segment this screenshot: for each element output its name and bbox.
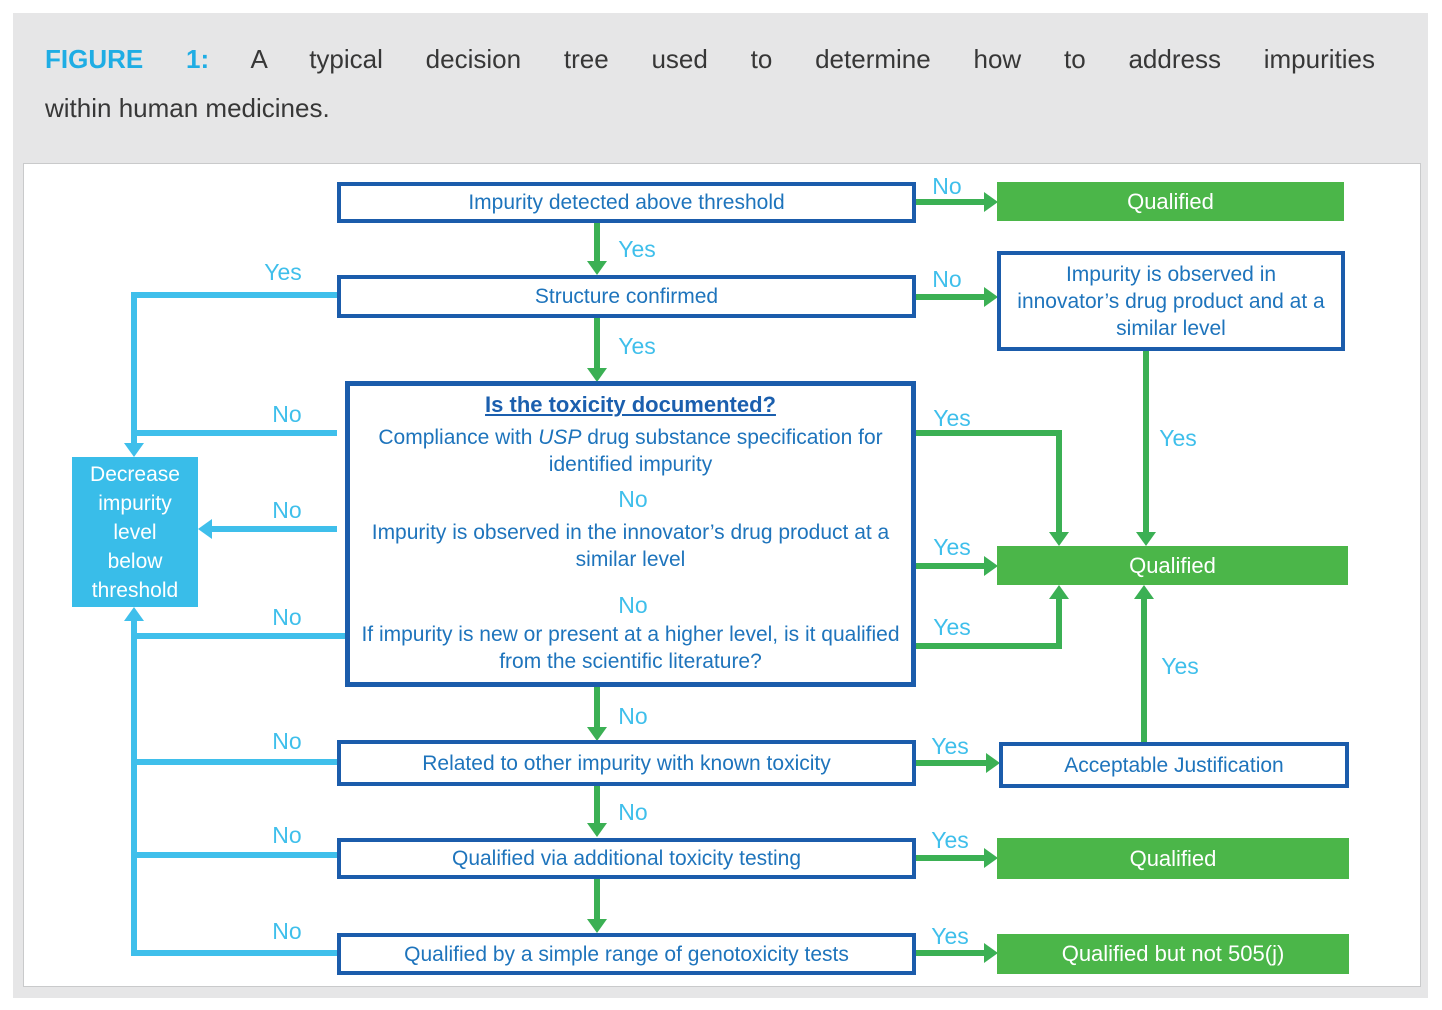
connector-compliance-yes-horizontal: [916, 430, 1062, 436]
arrowhead-similar-into-qualified: [984, 556, 998, 576]
decrease-impurity-text: Decrease impurity level below threshold: [90, 462, 180, 602]
connector-left-trunk-top: [131, 292, 137, 443]
arrowhead-into-decrease-bottom: [124, 607, 144, 621]
node-innovator-observed: Impurity is observed in innovator’s drug…: [997, 251, 1345, 351]
label-yes-justification: Yes: [1161, 653, 1199, 679]
connector-justification-up: [1141, 599, 1147, 742]
arrowhead-into-related: [587, 727, 607, 741]
figure-number-label: FIGURE 1:: [45, 44, 210, 74]
caption-text: A typical decision tree used to determin…: [250, 44, 1376, 74]
label-no-internal-2: No: [618, 592, 648, 618]
label-yes-innovator: Yes: [1159, 425, 1197, 451]
label-no-detected-right: No: [932, 173, 962, 199]
connector-no-compliance: [131, 430, 337, 436]
arrowhead-into-qualified-top: [984, 192, 998, 212]
node-qualified-mid: Qualified: [997, 546, 1348, 585]
arrowhead-into-decrease-right: [198, 519, 212, 539]
arrowhead-into-testing: [587, 823, 607, 837]
arrowhead-into-decrease-top: [124, 443, 144, 457]
connector-literature-yes-horizontal: [916, 643, 1062, 649]
label-no-similar-left: No: [272, 497, 302, 523]
connector-no-genotoxicity: [131, 950, 337, 956]
node-qualified-top: Qualified: [997, 182, 1344, 221]
label-yes-structure-left: Yes: [264, 259, 302, 285]
connector-innovator-down: [1143, 351, 1149, 533]
label-yes-testing-right: Yes: [931, 827, 969, 853]
connector-testing-to-genotoxicity: [594, 879, 600, 920]
figure-caption: FIGURE 1: A typical decision tree used t…: [45, 35, 1375, 133]
arrowhead-compliance-into-qualified: [1049, 532, 1069, 546]
label-yes-compliance-right: Yes: [933, 405, 971, 431]
label-no-genotoxicity-left: No: [272, 918, 302, 944]
label-no-compliance-left: No: [272, 401, 302, 427]
connector-related-to-testing: [594, 786, 600, 824]
connector-similar-yes: [916, 563, 984, 569]
node-qualified-via-testing: Qualified via additional toxicity testin…: [337, 838, 916, 879]
label-no-literature-left: No: [272, 604, 302, 630]
node-qualified-505: Qualified but not 505(j): [997, 934, 1349, 974]
connector-testing-yes: [916, 855, 984, 861]
toxicity-item-literature: If impurity is new or present at a highe…: [361, 623, 900, 673]
label-no-internal-1: No: [618, 486, 648, 512]
label-no-toxicity-down: No: [618, 703, 648, 729]
label-yes-related-right: Yes: [931, 733, 969, 759]
compliance-pre: Compliance with: [378, 426, 539, 449]
connector-compliance-yes-vertical: [1056, 430, 1062, 533]
label-yes-detected: Yes: [618, 236, 656, 262]
node-impurity-detected: Impurity detected above threshold: [337, 182, 916, 223]
arrowhead-into-justification: [986, 753, 1000, 773]
caption-line-2: within human medicines.: [45, 93, 330, 123]
arrowhead-into-qualified-d: [984, 848, 998, 868]
toxicity-item-compliance: Compliance with USP drug substance speci…: [353, 424, 908, 478]
label-no-related-left: No: [272, 728, 302, 754]
arrowhead-into-qualified-505: [984, 943, 998, 963]
arrowhead-justification-into-qualified: [1134, 585, 1154, 599]
node-related-impurity: Related to other impurity with known tox…: [337, 740, 916, 786]
caption-line-1: FIGURE 1: A typical decision tree used t…: [45, 35, 1375, 84]
label-yes-genotoxicity-right: Yes: [931, 923, 969, 949]
label-no-related-down: No: [618, 799, 648, 825]
connector-no-related: [131, 759, 337, 765]
connector-toxicity-to-related: [594, 687, 600, 728]
connector-literature-yes-vertical: [1056, 599, 1062, 649]
label-no-testing-left: No: [272, 822, 302, 848]
connector-left-trunk-bottom: [131, 621, 137, 956]
node-decrease-impurity: Decrease impurity level below threshold: [72, 457, 198, 607]
label-yes-similar-right: Yes: [933, 534, 971, 560]
toxicity-heading: Is the toxicity documented?: [485, 392, 776, 417]
node-acceptable-justification: Acceptable Justification: [999, 742, 1349, 788]
connector-genotoxicity-yes: [916, 950, 984, 956]
connector-structure-to-toxicity: [594, 318, 600, 369]
arrowhead-into-innovator: [984, 287, 998, 307]
arrowhead-innovator-into-qualified: [1136, 532, 1156, 546]
toxicity-item-similar: Impurity is observed in the innovator’s …: [371, 521, 890, 571]
arrowhead-into-genotoxicity: [587, 919, 607, 933]
connector-structure-no: [916, 294, 984, 300]
connector-related-yes: [916, 760, 986, 766]
arrowhead-into-toxicity: [587, 368, 607, 382]
connector-detected-no: [916, 199, 984, 205]
arrowhead-into-structure: [587, 261, 607, 275]
node-genotoxicity-tests: Qualified by a simple range of genotoxic…: [337, 933, 916, 975]
innovator-observed-text: Impurity is observed in innovator’s drug…: [1017, 262, 1325, 340]
connector-no-additional-testing: [131, 852, 337, 858]
node-qualified-d: Qualified: [997, 838, 1349, 879]
connector-no-literature: [131, 633, 345, 639]
arrowhead-literature-into-qualified: [1049, 585, 1069, 599]
node-structure-confirmed: Structure confirmed: [337, 275, 916, 318]
connector-structure-yes-horizontal: [131, 292, 337, 298]
label-yes-literature-right: Yes: [933, 614, 971, 640]
compliance-usp: USP: [538, 426, 582, 449]
label-no-structure-right: No: [932, 266, 962, 292]
compliance-post: drug substance specification for identif…: [548, 426, 883, 476]
connector-detected-to-structure: [594, 223, 600, 262]
label-yes-structure: Yes: [618, 333, 656, 359]
node-toxicity-documented: [345, 381, 916, 687]
connector-no-similar-level: [212, 526, 337, 532]
